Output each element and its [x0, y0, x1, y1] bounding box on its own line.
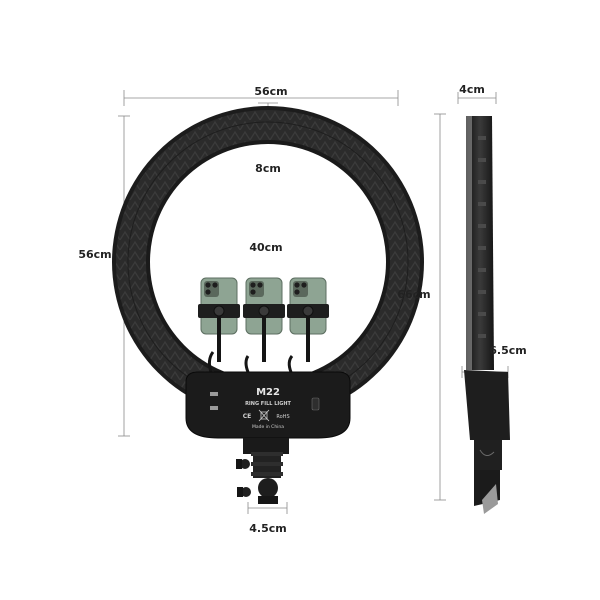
- dim-ring-band: 8cm: [255, 162, 281, 175]
- dim-mount-width: 4.5cm: [249, 522, 286, 535]
- dimension-labels: 56cm 8cm 56cm 40cm 66cm 4cm 6.5cm 4.5cm: [78, 83, 526, 535]
- dim-total-height: 66cm: [397, 288, 430, 301]
- dim-depth: 4cm: [459, 83, 485, 96]
- dim-ring-height: 56cm: [78, 248, 111, 261]
- control-panel: M22 RING FILL LIGHT CE RoHS Made in Chin…: [185, 371, 351, 439]
- phone-3: [287, 277, 329, 373]
- phone-1: [198, 277, 240, 373]
- phone-2: [243, 277, 285, 373]
- dim-base-depth: 6.5cm: [489, 344, 526, 357]
- power-switch: [311, 397, 320, 411]
- product-subtitle: RING FILL LIGHT: [245, 401, 291, 407]
- ce-mark: CE: [243, 413, 252, 420]
- model-name: M22: [256, 387, 280, 398]
- ring-light-front: [112, 106, 424, 418]
- dim-inner-diameter: 40cm: [249, 241, 282, 254]
- rohs-mark: RoHS: [276, 414, 289, 420]
- made-in-label: Made in China: [252, 424, 284, 430]
- recycle-bin-icon: [258, 409, 270, 422]
- phone-holders: [198, 277, 329, 373]
- dim-ring-width: 56cm: [254, 85, 287, 98]
- ring-light-side-view: [464, 116, 510, 514]
- mount-bracket: [236, 438, 289, 504]
